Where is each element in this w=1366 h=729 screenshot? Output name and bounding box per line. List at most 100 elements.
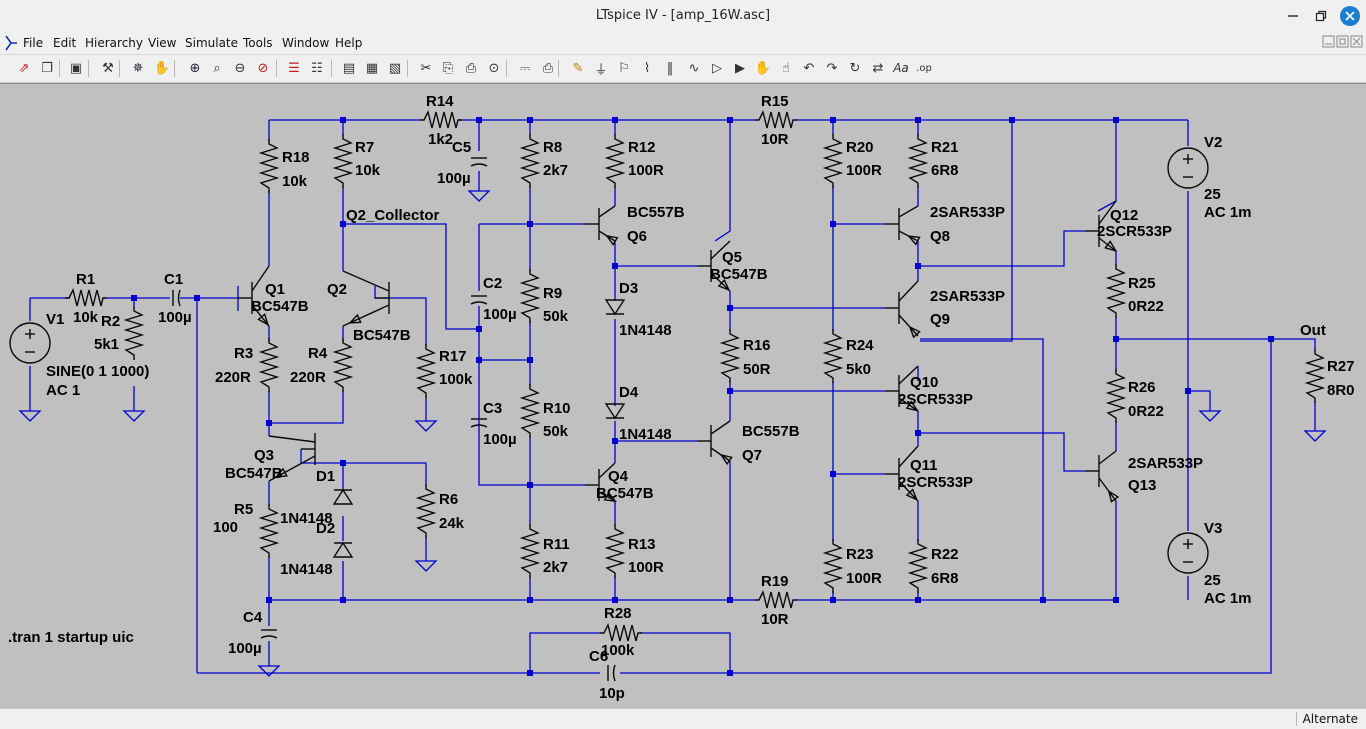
menu-file[interactable]: File (23, 36, 44, 50)
menu-window[interactable]: Window (282, 36, 330, 50)
redo-button[interactable]: ↷ (822, 58, 842, 78)
r10-resistor[interactable] (519, 384, 541, 438)
pan-button[interactable]: ✋ (152, 58, 172, 78)
d3-diode[interactable] (604, 299, 626, 316)
open-file-button[interactable]: ❐ (37, 58, 57, 78)
zoom-area-button[interactable]: ⌕ (207, 58, 227, 78)
d1-diode[interactable] (332, 488, 354, 505)
r9-resistor[interactable] (519, 269, 541, 323)
r3-resistor[interactable] (258, 338, 280, 392)
c1-capacitor[interactable] (172, 289, 181, 307)
r26-resistor[interactable] (1105, 369, 1127, 423)
label-net-button[interactable]: ⚐ (614, 58, 634, 78)
component-button[interactable]: ▶ (730, 58, 750, 78)
print-setup-button[interactable]: ⎓ (515, 58, 535, 78)
r12-resistor[interactable] (604, 134, 626, 188)
cut-button[interactable]: ✂ (416, 58, 436, 78)
r28-resistor[interactable] (600, 622, 642, 642)
v3-voltage-source[interactable] (1167, 532, 1209, 574)
wire-button[interactable]: ✎ (568, 58, 588, 78)
q11-transistor[interactable] (885, 445, 919, 502)
r14-resistor[interactable] (420, 109, 462, 129)
r8-resistor[interactable] (519, 134, 541, 188)
menu-simulate[interactable]: Simulate (185, 36, 239, 50)
q3-transistor[interactable] (268, 433, 316, 482)
ground-button[interactable]: ⏚ (591, 58, 611, 78)
run-button[interactable]: ✵ (128, 58, 148, 78)
restore-button[interactable] (1310, 6, 1332, 26)
drag-button[interactable]: ☝ (776, 58, 796, 78)
r15-resistor[interactable] (755, 109, 797, 129)
open-schematic-button[interactable]: ⇗ (14, 58, 34, 78)
q13-transistor[interactable] (1085, 450, 1120, 503)
close-windows-button[interactable]: ▧ (385, 58, 405, 78)
c6-capacitor[interactable] (607, 664, 616, 682)
inductor-button[interactable]: ∿ (684, 58, 704, 78)
q7-transistor[interactable] (697, 420, 733, 466)
r19-resistor[interactable] (755, 589, 797, 609)
close-button[interactable] (1340, 6, 1360, 26)
cascade-windows-button[interactable]: ▦ (362, 58, 382, 78)
schematic-drawing[interactable]: R141k2R1510RR110kR1910RR28100kR1810kR710… (0, 84, 1366, 708)
mirror-button[interactable]: ⇄ (868, 58, 888, 78)
tile-windows-button[interactable]: ▤ (339, 58, 359, 78)
r23-resistor[interactable] (822, 539, 844, 593)
zoom-cancel-button[interactable]: ⊘ (253, 58, 273, 78)
q4-transistor[interactable] (585, 462, 618, 503)
c2-capacitor[interactable] (470, 295, 488, 305)
menu-help[interactable]: Help (335, 36, 363, 50)
resistor-button[interactable]: ⌇ (637, 58, 657, 78)
d4-diode[interactable] (604, 403, 626, 420)
c5-capacitor[interactable] (470, 157, 488, 167)
spice-directive-button[interactable]: .op (914, 58, 934, 78)
menu-view[interactable]: View (148, 36, 177, 50)
r20-resistor[interactable] (822, 134, 844, 188)
zoom-in-button[interactable]: ⊕ (185, 58, 205, 78)
menu-edit[interactable]: Edit (53, 36, 77, 50)
find-button[interactable]: ⊙ (484, 58, 504, 78)
v2-voltage-source[interactable] (1167, 147, 1209, 189)
mdi-restore-icon[interactable] (1336, 35, 1349, 48)
c4-capacitor[interactable] (260, 629, 278, 639)
q9-transistor[interactable] (885, 280, 921, 339)
r21-resistor[interactable] (907, 134, 929, 188)
r18-resistor[interactable] (258, 139, 280, 193)
d2-diode[interactable] (332, 541, 354, 558)
q12-transistor[interactable] (1085, 200, 1118, 252)
v1-voltage-source[interactable] (9, 322, 51, 364)
q5-transistor[interactable] (697, 240, 731, 292)
q2-transistor[interactable] (342, 270, 390, 327)
q6-transistor[interactable] (585, 205, 619, 246)
waveform-gray-button[interactable]: ☷ (307, 58, 327, 78)
rotate-button[interactable]: ↻ (845, 58, 865, 78)
r7-resistor[interactable] (332, 134, 354, 188)
print-button[interactable]: ⎙ (538, 58, 558, 78)
control-panel-button[interactable]: ⚒ (98, 58, 118, 78)
undo-button[interactable]: ↶ (799, 58, 819, 78)
ltspice-logo-icon[interactable] (3, 34, 19, 52)
copy-button[interactable]: ⎘ (438, 58, 458, 78)
r2-resistor[interactable] (123, 306, 145, 360)
r1-resistor[interactable] (65, 287, 107, 307)
mdi-close-icon[interactable] (1350, 35, 1363, 48)
r6-resistor[interactable] (415, 484, 437, 538)
save-button[interactable]: ▣ (66, 58, 86, 78)
r4-resistor[interactable] (332, 338, 354, 392)
text-button[interactable]: Aa (891, 58, 911, 78)
capacitor-button[interactable]: ‖ (660, 58, 680, 78)
waveform-button[interactable]: ☰ (284, 58, 304, 78)
r25-resistor[interactable] (1105, 264, 1127, 318)
menu-hierarchy[interactable]: Hierarchy (85, 36, 144, 50)
q10-transistor[interactable] (885, 365, 919, 412)
r11-resistor[interactable] (519, 524, 541, 578)
r13-resistor[interactable] (604, 524, 626, 578)
r24-resistor[interactable] (822, 329, 844, 383)
q1-transistor[interactable] (238, 265, 270, 327)
r17-resistor[interactable] (415, 344, 437, 398)
paste-button[interactable]: ⎙ (461, 58, 481, 78)
q8-transistor[interactable] (885, 205, 921, 246)
r27-resistor[interactable] (1304, 349, 1326, 403)
c3-capacitor[interactable] (470, 418, 488, 428)
r22-resistor[interactable] (907, 539, 929, 593)
